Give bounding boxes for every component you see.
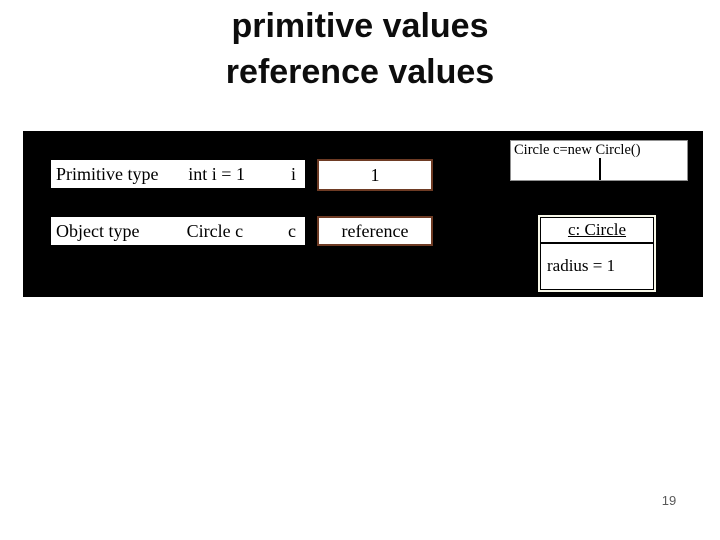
circle-object-header: c: Circle	[541, 218, 653, 244]
primitive-declaration: int i = 1	[188, 163, 245, 184]
object-declaration: Circle c	[186, 220, 244, 241]
memory-diagram: Primitive type int i = 1 i 1 Circle c=ne…	[23, 131, 703, 297]
object-type-label: Object type	[56, 220, 140, 241]
constructor-statement-box: Circle c=new Circle()	[510, 140, 688, 181]
page-number: 19	[661, 493, 677, 508]
primitive-value-cell: 1	[317, 159, 433, 191]
primitive-variable-name: i	[290, 163, 296, 184]
primitive-type-row: Primitive type int i = 1 i	[51, 160, 305, 188]
title-line-reference: reference values	[225, 53, 495, 91]
circle-object-name: c: Circle	[567, 220, 627, 239]
circle-object-attribute: radius = 1	[547, 256, 616, 275]
slide-title: primitive values reference values	[0, 3, 720, 95]
object-variable-name: c	[288, 220, 296, 241]
constructor-statement-text: Circle c=new Circle()	[514, 142, 641, 158]
title-line-primitive: primitive values	[231, 7, 489, 45]
reference-value-cell: reference	[317, 216, 433, 246]
circle-object-box: c: Circle radius = 1	[540, 217, 654, 290]
reference-pointer-line	[599, 158, 601, 180]
object-type-row: Object type Circle c c	[51, 217, 305, 245]
primitive-type-label: Primitive type	[56, 163, 159, 184]
